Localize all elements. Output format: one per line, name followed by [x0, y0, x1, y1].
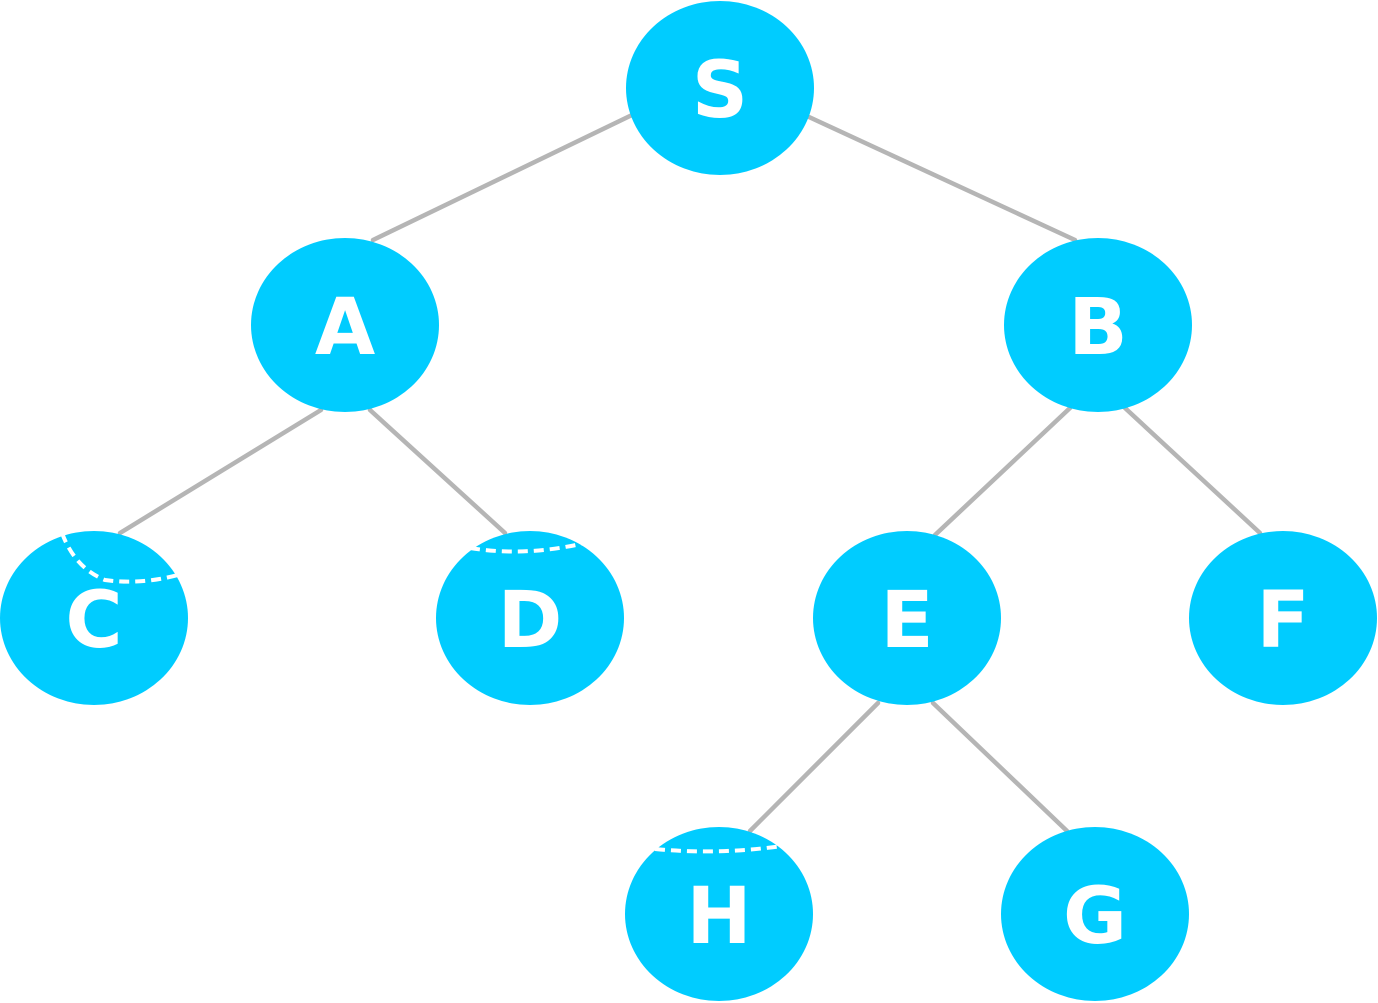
- node-circle-h: [625, 827, 813, 1001]
- node-g: G: [1001, 827, 1189, 1001]
- node-s: S: [626, 1, 814, 175]
- node-circle-e: [813, 531, 1001, 705]
- edge-s-a: [370, 112, 635, 243]
- node-d: D: [436, 531, 624, 705]
- node-label-e: E: [880, 576, 933, 666]
- dashed-cut-mark-h: [654, 844, 783, 854]
- node-label-f: F: [1256, 576, 1309, 666]
- node-circle-c: [0, 531, 188, 705]
- node-circle-s: [626, 1, 814, 175]
- node-label-g: G: [1063, 872, 1127, 962]
- edge-a-d: [367, 407, 508, 536]
- node-b: B: [1004, 238, 1192, 412]
- edge-a-c: [117, 407, 324, 536]
- cut-marks-layer: [60, 532, 783, 854]
- node-label-d: D: [498, 576, 563, 666]
- node-label-c: C: [65, 576, 122, 666]
- node-label-a: A: [315, 283, 375, 373]
- node-circle-b: [1004, 238, 1192, 412]
- dashed-cut-mark-d: [469, 541, 586, 554]
- dashed-cut-mark-c: [60, 532, 179, 584]
- edge-e-g: [930, 700, 1070, 834]
- node-label-h: H: [686, 872, 751, 962]
- node-circle-a: [251, 238, 439, 412]
- node-a: A: [251, 238, 439, 412]
- node-circle-d: [436, 531, 624, 705]
- node-circle-g: [1001, 827, 1189, 1001]
- node-label-b: B: [1068, 283, 1127, 373]
- node-f: F: [1189, 531, 1377, 705]
- node-h: H: [625, 827, 813, 1001]
- edges-layer: [117, 112, 1263, 834]
- node-label-s: S: [692, 46, 748, 136]
- node-c: C: [0, 531, 188, 705]
- edge-b-e: [932, 405, 1073, 538]
- node-circle-f: [1189, 531, 1377, 705]
- edge-b-f: [1122, 405, 1263, 536]
- node-e: E: [813, 531, 1001, 705]
- edge-e-h: [747, 700, 881, 834]
- edge-s-b: [806, 114, 1078, 243]
